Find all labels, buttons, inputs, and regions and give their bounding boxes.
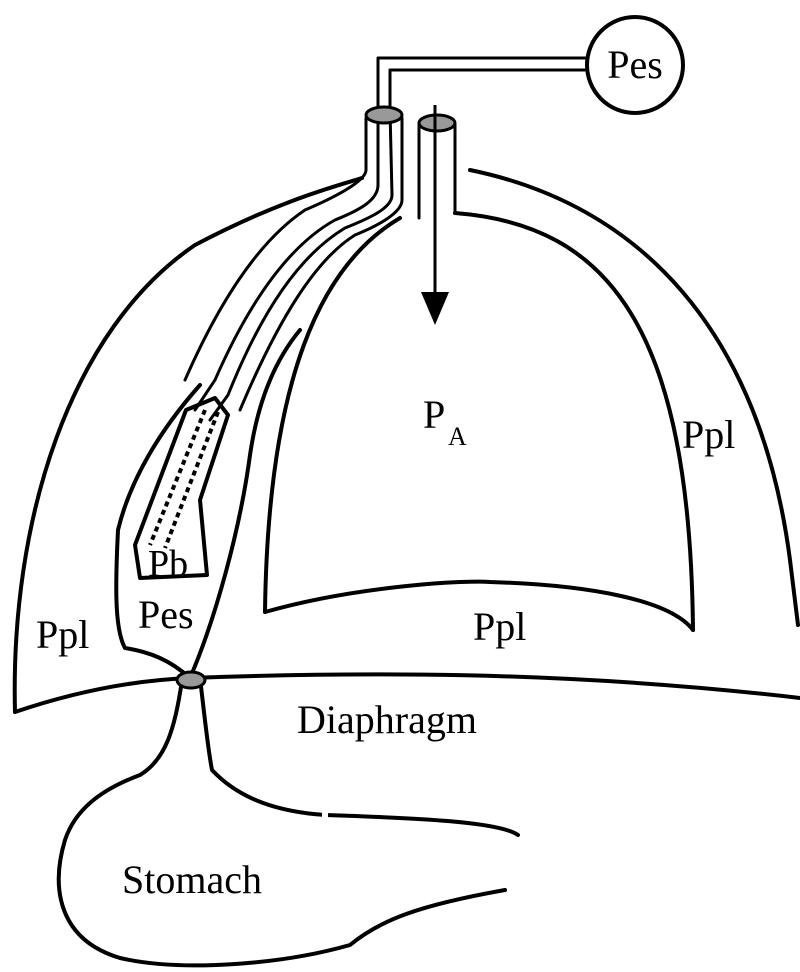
balloon-catheter-dash-b [165,412,218,548]
esophagus-right-wall [190,330,300,678]
esophagus-upper-left [118,385,200,530]
pb-balloon-label: Pb [148,543,188,585]
airflow-arrow-head [421,292,449,325]
ppl-bottom-label: Ppl [473,604,526,649]
ppl-right-label: Ppl [682,412,735,457]
ge-junction [177,672,205,688]
diaphragm-label: Diaphragm [297,697,477,742]
lung-left-wall [265,218,400,612]
alveolar-pressure-subscript: A [448,422,467,451]
chest-wall-right [470,170,798,625]
tube-opening-left [366,107,402,123]
pes-esophagus-label: Pes [138,592,194,637]
lung-outline [455,213,693,630]
alveolar-pressure-label: P [423,392,445,437]
pes-gauge-label: Pes [607,42,663,87]
tube-opening-right [419,115,455,131]
stomach-label: Stomach [122,857,262,902]
ppl-left-label: Ppl [36,612,89,657]
